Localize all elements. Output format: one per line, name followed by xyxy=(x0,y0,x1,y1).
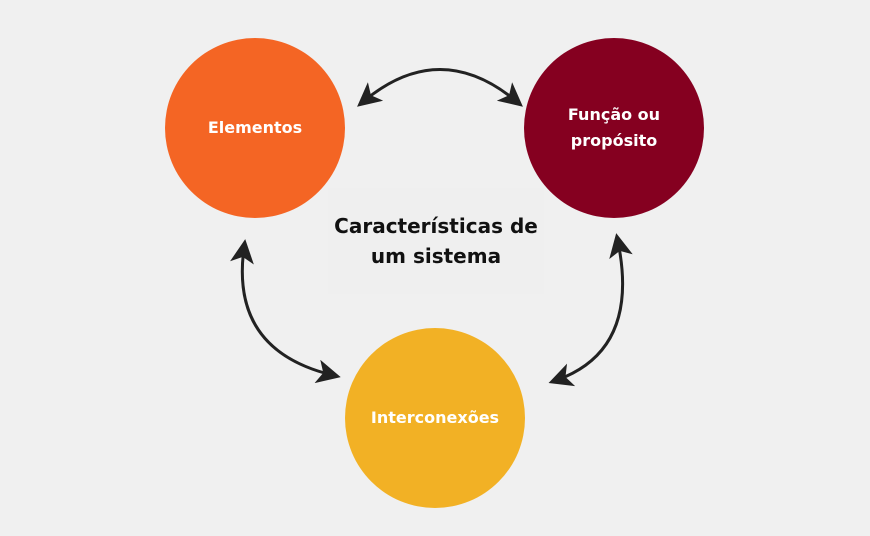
arrow-elementos-funcao xyxy=(357,68,523,107)
arrow-funcao-interconexoes xyxy=(548,233,633,387)
node-label: Função ou propósito xyxy=(567,105,661,150)
node-funcao: Função ou propósito xyxy=(524,38,704,218)
arrow-elementos-interconexoes xyxy=(230,239,341,384)
node-interconexoes: Interconexões xyxy=(345,328,525,508)
node-elementos: Elementos xyxy=(165,38,345,218)
center-title-text: Características de um sistema xyxy=(334,214,538,268)
node-label: Interconexões xyxy=(370,408,500,427)
node-label: Elementos xyxy=(207,118,303,137)
center-title: Características de um sistema xyxy=(328,188,544,294)
